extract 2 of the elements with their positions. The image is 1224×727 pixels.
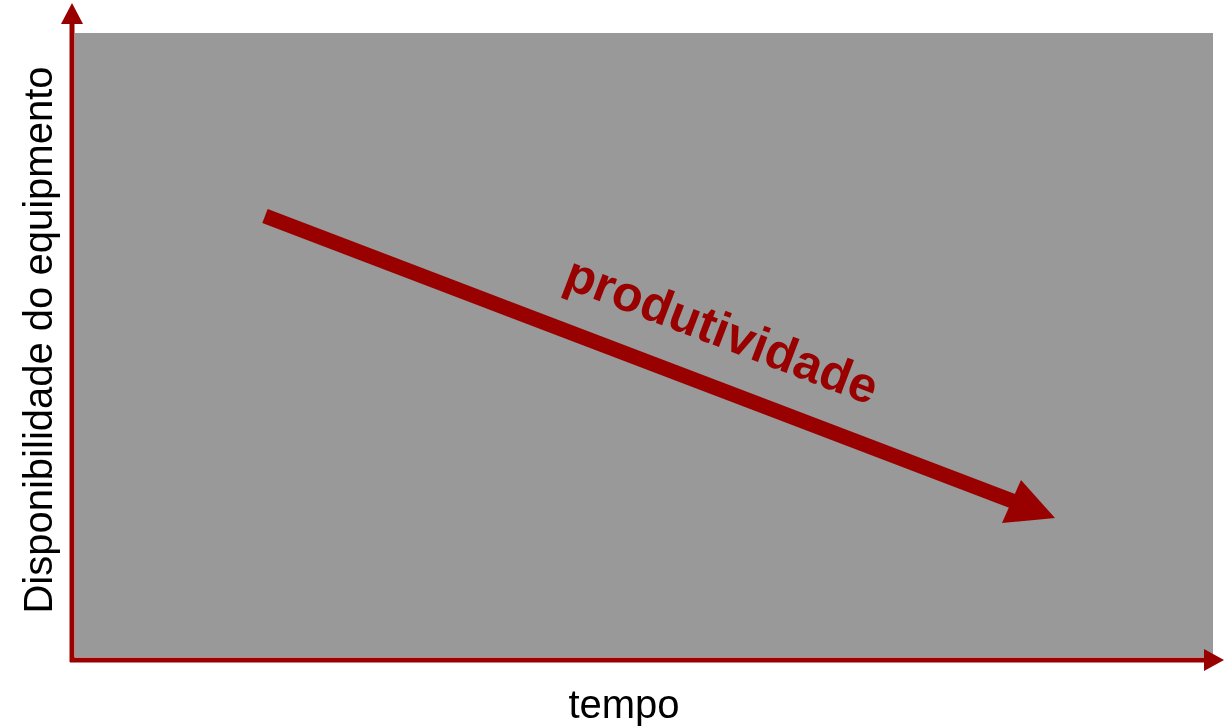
axis-title: Disponibilidade do equipmento bbox=[18, 66, 58, 614]
axis-title: tempo bbox=[568, 684, 680, 724]
